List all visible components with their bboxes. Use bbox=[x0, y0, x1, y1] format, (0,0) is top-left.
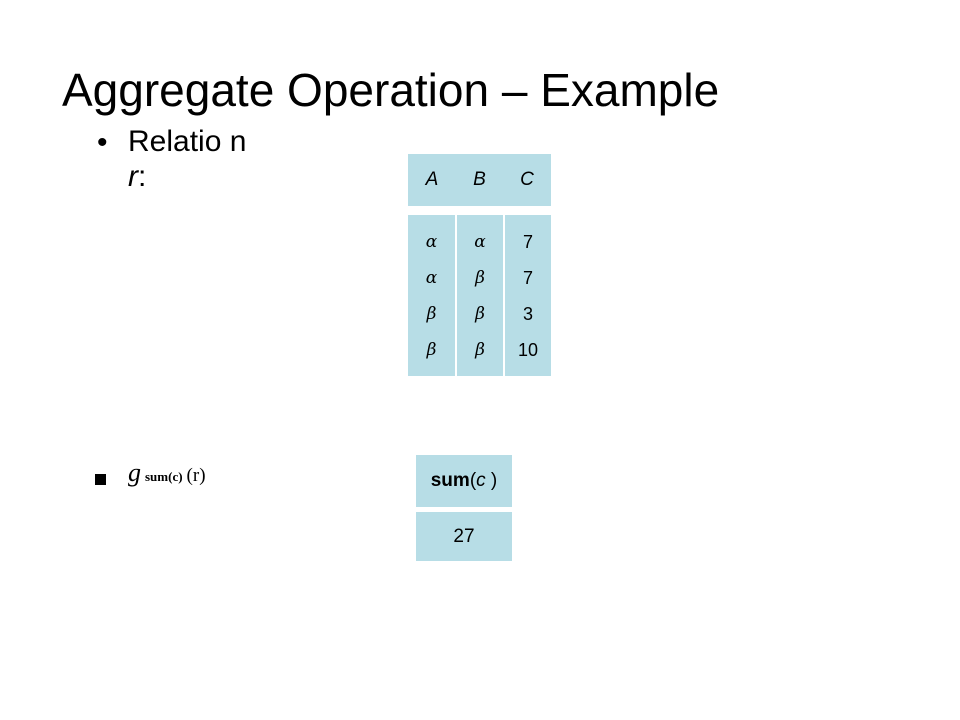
column-header-b: B bbox=[456, 154, 503, 206]
column-c-values: 7 7 3 10 bbox=[505, 215, 551, 376]
aggregate-argument: (r) bbox=[186, 465, 206, 486]
cell-b-4: β bbox=[475, 340, 485, 360]
column-header-c: C bbox=[503, 154, 551, 206]
aggregate-expression: g sum(c) (r) bbox=[128, 458, 206, 488]
column-a-values: α α β β bbox=[408, 215, 455, 376]
column-header-c-label: C bbox=[520, 169, 534, 190]
cell-b-2: β bbox=[475, 268, 485, 288]
cell-a-4: β bbox=[426, 340, 437, 360]
result-header-func: sum bbox=[430, 470, 470, 491]
column-header-b-label: B bbox=[473, 169, 486, 190]
aggregate-operator: g bbox=[128, 458, 141, 487]
cell-b-3: β bbox=[475, 304, 485, 324]
bullet-dot: • bbox=[97, 126, 108, 159]
relation-label: Relatio n r: bbox=[128, 124, 258, 194]
column-b-values: α β β β bbox=[457, 215, 503, 376]
cell-c-1: 7 bbox=[522, 232, 533, 252]
result-header-attr: c bbox=[476, 470, 486, 491]
cell-c-3: 3 bbox=[522, 304, 533, 324]
relation-label-text: Relatio n bbox=[128, 125, 247, 158]
cell-a-3: β bbox=[426, 304, 437, 324]
result-header-close: ) bbox=[485, 470, 498, 491]
page-title: Aggregate Operation – Example bbox=[62, 64, 720, 116]
column-header-a: A bbox=[408, 154, 456, 206]
cell-b-1: α bbox=[474, 232, 486, 252]
result-value: 27 bbox=[416, 512, 512, 561]
aggregate-subscript: sum(c) bbox=[145, 469, 183, 484]
cell-a-1: α bbox=[425, 232, 438, 252]
relation-label-var: r bbox=[128, 160, 138, 193]
relation-label-suffix: : bbox=[138, 160, 147, 193]
column-header-a-label: A bbox=[425, 169, 439, 190]
cell-c-4: 10 bbox=[517, 340, 539, 360]
cell-a-2: α bbox=[425, 268, 438, 288]
result-header-open: ( bbox=[469, 470, 477, 491]
square-bullet-icon bbox=[95, 474, 106, 485]
result-header: sum(c ) bbox=[416, 455, 512, 507]
cell-c-2: 7 bbox=[522, 268, 533, 288]
